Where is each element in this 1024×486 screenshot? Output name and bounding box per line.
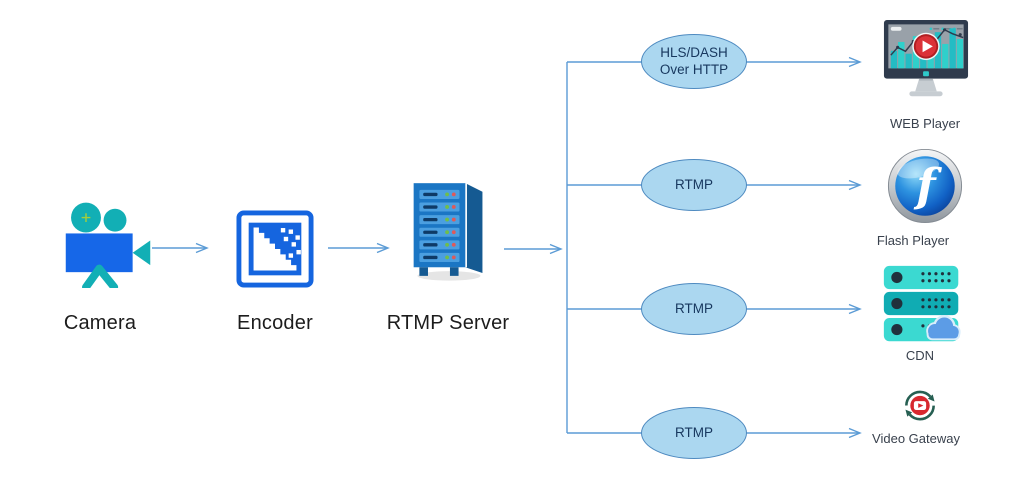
arrow-encoder-to-server <box>328 242 390 254</box>
cloud-icon <box>926 315 961 341</box>
flash-player-icon: f <box>887 148 963 224</box>
protocol-label: RTMP <box>674 300 713 316</box>
cdn-label: CDN <box>905 348 935 363</box>
protocol-label: HLS/DASH Over HTTP <box>659 44 729 77</box>
protocol-label: RTMP <box>674 176 713 192</box>
web-player-label: WEB Player <box>889 116 961 131</box>
protocol-label: RTMP <box>674 424 713 440</box>
monitor-play-icon <box>883 19 969 97</box>
arrow-server-to-bus <box>504 243 563 255</box>
protocol-ellipse-rtmp-gateway: RTMP <box>641 407 747 459</box>
video-sync-icon <box>905 390 935 421</box>
encoder-label: Encoder <box>237 312 313 334</box>
flash-player-label: Flash Player <box>876 233 950 248</box>
camera-label: Camera <box>63 312 137 334</box>
video-camera-icon <box>65 202 151 288</box>
rtmp-server-label: RTMP Server <box>386 312 510 334</box>
media-encoder-icon <box>236 210 314 288</box>
server-rack-icon <box>413 183 483 281</box>
play-button-icon <box>912 32 940 61</box>
video-gateway-label: Video Gateway <box>872 431 960 446</box>
protocol-ellipse-rtmp-cdn: RTMP <box>641 283 747 335</box>
protocol-ellipse-hls-dash: HLS/DASH Over HTTP <box>641 34 747 89</box>
arrow-camera-to-encoder <box>152 242 209 254</box>
server-stack-cloud-icon <box>883 265 961 342</box>
protocol-ellipse-rtmp-flash: RTMP <box>641 159 747 211</box>
